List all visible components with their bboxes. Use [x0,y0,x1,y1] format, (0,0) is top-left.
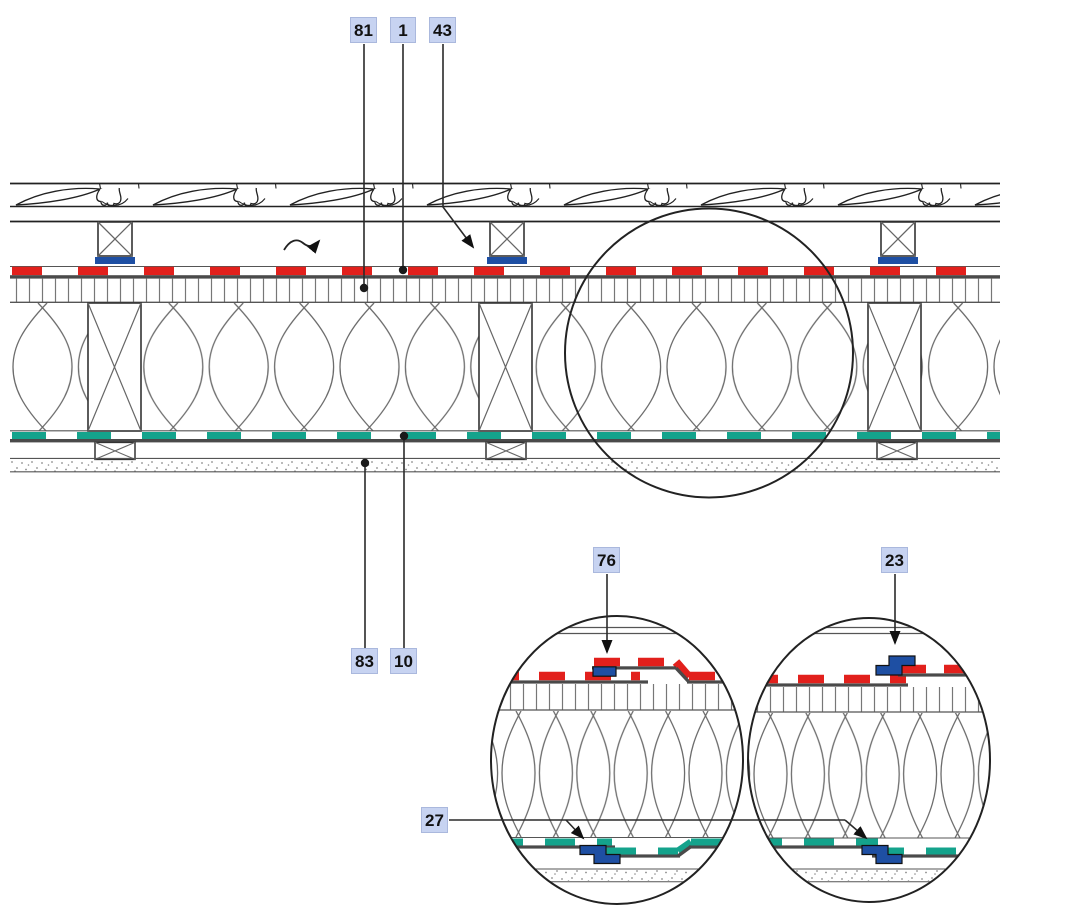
callout-43: 43 [429,17,456,43]
leader-43 [442,44,475,249]
sealant-blue [592,666,617,677]
leader-lines [359,44,901,840]
leader-83 [360,458,370,648]
callout-83: 83 [351,648,378,674]
nail-sealing-tapes [95,257,918,264]
detail-circle-left [490,615,744,905]
callout-81: 81 [350,17,377,43]
callout-1: 1 [390,17,416,43]
tape-blue-z [579,844,621,865]
callout-23: 23 [881,547,908,573]
ceiling-board-layer [10,457,1000,473]
detail-indicator-circle [564,207,854,499]
leader-1 [398,44,408,275]
red-seam-sealant-under [491,657,743,684]
detail-circle-right [747,617,991,903]
airflow-arrow [283,239,321,254]
ceiling-battens [94,441,918,461]
callout-76: 76 [593,547,620,573]
roof-tiles-layer [10,181,1000,208]
sarking-membrane-red [10,266,1000,279]
callout-10: 10 [390,648,417,674]
airtight-membrane-teal [10,432,1000,443]
rafters [87,302,922,432]
leader-27 [449,819,868,840]
leader-81 [359,44,369,293]
counter-battens [97,221,916,257]
main-section [10,181,1000,499]
callout-27: 27 [421,807,448,833]
tape-blue-z [875,655,916,676]
tape-blue-z [861,844,903,865]
leader-10 [399,431,409,648]
wood-sheathing-layer [10,278,1000,303]
